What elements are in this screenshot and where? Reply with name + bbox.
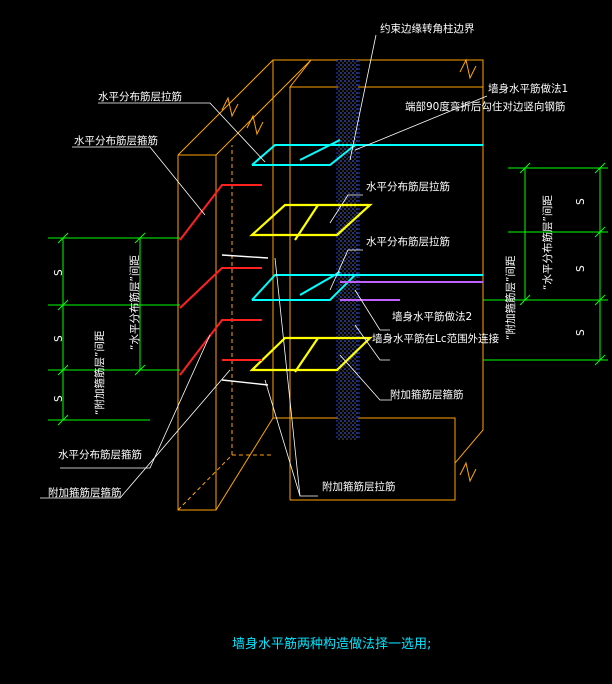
label-left-spacing-a: “水平分布筋层”间距 xyxy=(128,255,141,350)
stirrup-yellow-1 xyxy=(249,203,373,241)
left-dimensions xyxy=(48,232,180,426)
label-right-spacing-a: “水平分布筋层”间距 xyxy=(541,195,554,290)
label-right-spacing-b: “附加箍筋层”间距 xyxy=(504,255,517,340)
label-boundary: 约束边缘转角柱边界 xyxy=(380,22,475,35)
label-hz-tie-left: 水平分布筋层拉筋 xyxy=(98,90,182,103)
leader-lines xyxy=(40,34,488,499)
dim-s-right-3: S xyxy=(575,329,587,336)
caption: 墙身水平筋两种构造做法择一选用; xyxy=(232,636,431,652)
stirrup-red xyxy=(179,184,262,376)
dim-s-right-2: S xyxy=(575,265,587,272)
label-left-spacing-b: “附加箍筋层”间距 xyxy=(93,330,106,415)
rebar-magenta xyxy=(340,281,483,301)
label-add-stirrup-bottom: 附加箍筋层箍筋 xyxy=(48,486,122,499)
break-symbols xyxy=(221,58,477,483)
dim-s-left-3: S xyxy=(53,395,65,402)
stirrup-yellow-2 xyxy=(249,336,373,373)
label-hz-stirrup-bottom: 水平分布筋层箍筋 xyxy=(58,448,142,461)
label-method2-note: 墙身水平筋在Lc范围外连接 xyxy=(372,332,500,345)
rebar-cyan-layer-2 xyxy=(251,271,483,301)
dim-s-right-1: S xyxy=(575,198,587,205)
dim-s-left-2: S xyxy=(53,335,65,342)
tie-white xyxy=(221,254,269,386)
label-hz-tie-mid2: 水平分布筋层拉筋 xyxy=(366,235,450,248)
label-method2: 墙身水平筋做法2 xyxy=(392,310,472,323)
label-add-stirrup-mid: 附加箍筋层箍筋 xyxy=(390,388,464,401)
wall-outline xyxy=(177,59,484,511)
dim-s-left-1: S xyxy=(53,269,65,276)
rebar-cyan-layer-1 xyxy=(251,139,483,166)
right-dimensions xyxy=(483,162,608,366)
label-add-tie-bottom: 附加箍筋层拉筋 xyxy=(322,480,396,493)
label-hz-tie-mid1: 水平分布筋层拉筋 xyxy=(366,180,450,193)
label-method1: 墙身水平筋做法1 xyxy=(488,82,568,95)
label-method1-note: 端部90度弯折后勾住对边竖向钢筋 xyxy=(405,100,565,113)
label-hz-stirrup-left: 水平分布筋层箍筋 xyxy=(74,134,158,147)
